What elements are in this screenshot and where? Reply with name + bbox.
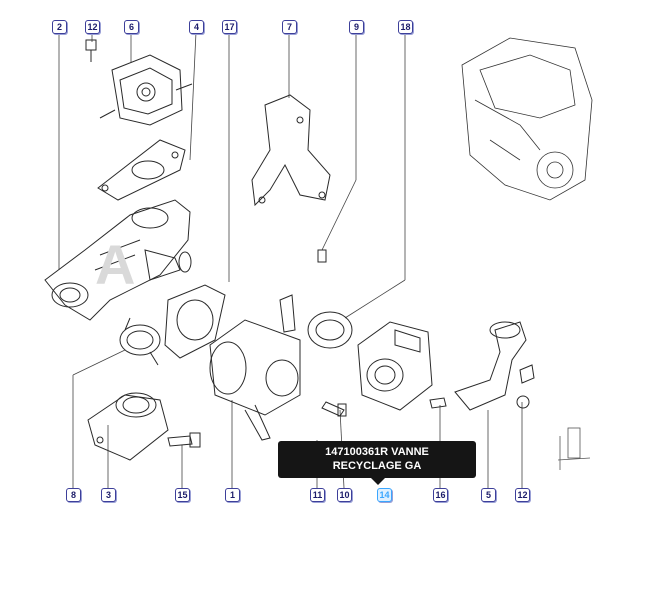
dimension-icon: [557, 427, 591, 470]
callout-8[interactable]: 8: [66, 488, 81, 502]
gasket-part-17: [164, 284, 226, 359]
bolt-part-9: [317, 249, 327, 263]
callout-12-top[interactable]: 12: [85, 20, 100, 34]
callout-15[interactable]: 15: [175, 488, 190, 502]
callout-10[interactable]: 10: [337, 488, 352, 502]
gasket-part-4: [97, 139, 186, 201]
callout-12-bottom[interactable]: 12: [515, 488, 530, 502]
callout-1[interactable]: 1: [225, 488, 240, 502]
callout-9[interactable]: 9: [349, 20, 364, 34]
actuator-part-6: [85, 39, 193, 126]
clamp-part-8: [119, 317, 161, 366]
engine-thumbnail: [461, 37, 593, 201]
gasket-part-18: [307, 311, 353, 349]
watermark: A: [95, 233, 140, 296]
tube-part-5: [454, 321, 535, 411]
egr-valve-part-14: [357, 321, 433, 411]
callout-5[interactable]: 5: [481, 488, 496, 502]
callout-14[interactable]: 14: [377, 488, 392, 502]
callout-17[interactable]: 17: [222, 20, 237, 34]
bolt-part-12-lower: [516, 395, 530, 409]
cooler-part-1: [209, 294, 301, 441]
tooltip-line-1: 147100361R VANNE: [325, 446, 429, 458]
callout-18[interactable]: 18: [398, 20, 413, 34]
bolt-part-16: [429, 397, 447, 409]
callout-16[interactable]: 16: [433, 488, 448, 502]
callout-7[interactable]: 7: [282, 20, 297, 34]
housing-part-2: [44, 199, 192, 321]
callout-2[interactable]: 2: [52, 20, 67, 34]
part-tooltip: 147100361R VANNE RECYCLAGE GA: [278, 441, 476, 478]
bolt-part-15: [167, 432, 201, 448]
callout-6[interactable]: 6: [124, 20, 139, 34]
bolt-part-10: [321, 401, 347, 417]
callout-3[interactable]: 3: [101, 488, 116, 502]
tooltip-line-2: RECYCLAGE GA: [332, 460, 422, 472]
callout-11[interactable]: 11: [310, 488, 325, 502]
flange-part-3: [87, 392, 169, 461]
tooltip-arrow: [371, 478, 385, 485]
bracket-part-7: [251, 94, 331, 207]
callout-4[interactable]: 4: [189, 20, 204, 34]
